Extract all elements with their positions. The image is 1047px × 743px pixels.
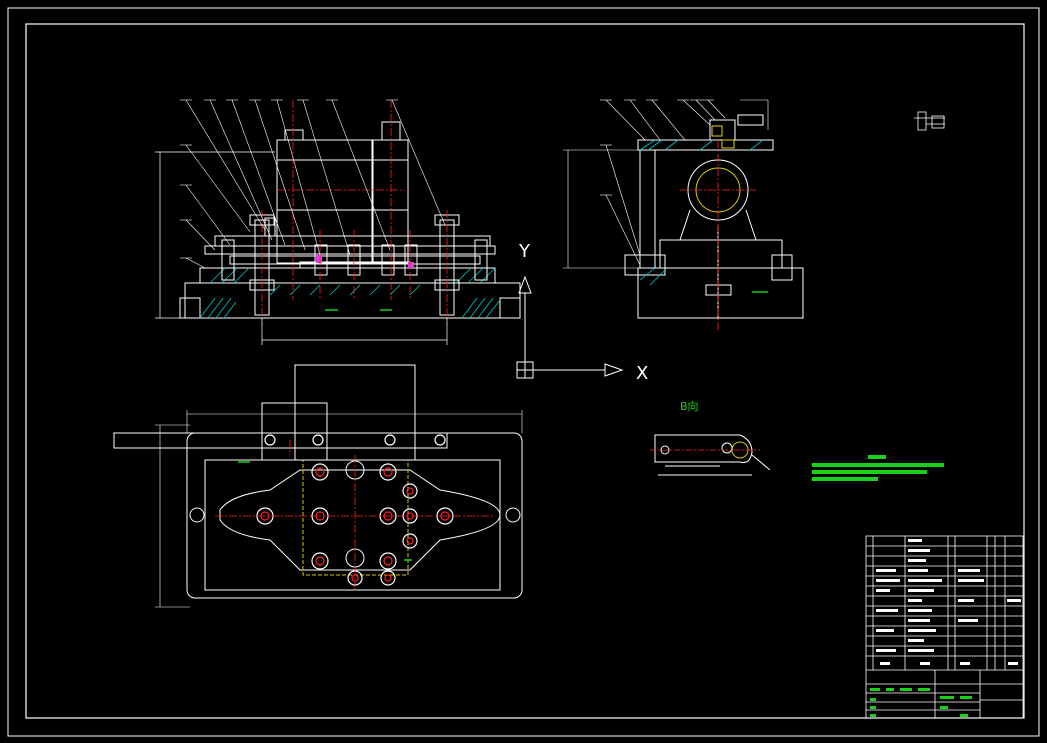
sheet-inner-border — [25, 23, 1025, 719]
technical-notes — [812, 455, 944, 481]
side-view — [624, 114, 804, 320]
bom-table — [865, 535, 1024, 719]
x-axis-label: X — [636, 363, 648, 384]
front-view-centerlines — [261, 100, 448, 325]
view-b-detail — [654, 434, 771, 476]
y-axis-label: Y — [518, 241, 531, 262]
front-view-dimensions — [155, 151, 448, 345]
front-view — [179, 121, 521, 319]
front-view-leaders — [180, 99, 446, 269]
bom-text-marks — [876, 539, 1021, 665]
sheet-outer-border — [7, 7, 1040, 737]
title-block-marks — [870, 688, 972, 717]
view-b-label: B向 — [680, 399, 699, 413]
small-detail — [914, 111, 945, 131]
ucs-axis-icon — [516, 275, 624, 379]
